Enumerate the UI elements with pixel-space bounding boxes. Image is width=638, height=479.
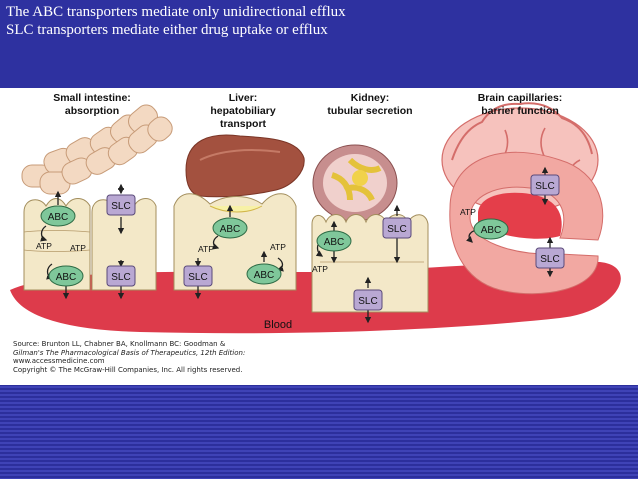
figure-panel: Small intestine: absorption Liver: hepat… bbox=[0, 88, 638, 385]
slide-header: The ABC transporters mediate only unidir… bbox=[0, 0, 638, 88]
brain-illustration bbox=[441, 102, 604, 295]
kidney-illustration bbox=[312, 144, 398, 222]
slc-label: SLC bbox=[358, 296, 377, 307]
abc-transporter-liver-canalicular: ABC bbox=[212, 217, 248, 239]
abc-transporter-brain: ABC bbox=[473, 218, 509, 240]
intestine-subtitle: absorption bbox=[65, 105, 119, 117]
abc-label: ABC bbox=[324, 237, 345, 248]
transporter-diagram: Small intestine: absorption Liver: hepat… bbox=[10, 92, 621, 334]
liver-illustration bbox=[185, 134, 305, 198]
abc-label: ABC bbox=[254, 270, 275, 281]
slc-transporter-intestine-apical: SLC bbox=[106, 194, 136, 216]
atp-label: ATP bbox=[198, 244, 214, 254]
intestine-title: Small intestine: bbox=[53, 92, 131, 104]
brain-subtitle: barrier function bbox=[481, 105, 559, 117]
slc-transporter-kidney-basal: SLC bbox=[353, 289, 383, 311]
credit-line-3: www.accessmedicine.com bbox=[13, 357, 105, 366]
slc-label: SLC bbox=[540, 254, 559, 265]
abc-label: ABC bbox=[220, 224, 241, 235]
slc-transporter-brain-outer: SLC bbox=[530, 174, 560, 196]
abc-transporter-intestine-apical: ABC bbox=[40, 205, 76, 227]
kidney-title: Kidney: bbox=[351, 92, 390, 104]
slc-transporter-liver: SLC bbox=[183, 265, 213, 287]
credit-line-2: Gilman's The Pharmacological Basis of Th… bbox=[13, 348, 246, 357]
slc-transporter-intestine-basal: SLC bbox=[106, 265, 136, 287]
intestine-illustration bbox=[21, 104, 173, 195]
slc-label: SLC bbox=[387, 224, 406, 235]
kidney-subtitle: tubular secretion bbox=[327, 105, 412, 117]
liver-title: Liver: bbox=[229, 92, 258, 104]
source-credit: Source: Brunton LL, Chabner BA, Knollman… bbox=[13, 340, 245, 374]
blood-label: Blood bbox=[264, 319, 292, 331]
slc-transporter-brain-inner: SLC bbox=[535, 247, 565, 269]
atp-label: ATP bbox=[312, 264, 328, 274]
atp-label: ATP bbox=[36, 241, 52, 251]
abc-transporter-kidney: ABC bbox=[316, 230, 352, 252]
abc-transporter-intestine-basal: ABC bbox=[48, 265, 84, 287]
slc-label: SLC bbox=[111, 201, 130, 212]
slc-transporter-kidney-apical: SLC bbox=[382, 217, 412, 239]
abc-label: ABC bbox=[48, 212, 69, 223]
slc-label: SLC bbox=[535, 181, 554, 192]
header-line-slc: SLC transporters mediate either drug upt… bbox=[6, 22, 328, 38]
credit-line-1: Source: Brunton LL, Chabner BA, Knollman… bbox=[13, 340, 226, 348]
slc-label: SLC bbox=[111, 272, 130, 283]
brain-title: Brain capillaries: bbox=[478, 92, 563, 104]
liver-subtitle-1: hepatobiliary bbox=[210, 105, 276, 117]
atp-label: ATP bbox=[70, 243, 86, 253]
atp-label: ATP bbox=[460, 207, 476, 217]
slc-label: SLC bbox=[188, 272, 207, 283]
liver-subtitle-2: transport bbox=[220, 118, 267, 130]
credit-line-4: Copyright © The McGraw-Hill Companies, I… bbox=[13, 365, 243, 374]
abc-label: ABC bbox=[481, 225, 502, 236]
abc-label: ABC bbox=[56, 272, 77, 283]
atp-label: ATP bbox=[270, 242, 286, 252]
abc-transporter-liver-basolateral: ABC bbox=[246, 263, 282, 285]
header-line-abc: The ABC transporters mediate only unidir… bbox=[6, 4, 346, 20]
